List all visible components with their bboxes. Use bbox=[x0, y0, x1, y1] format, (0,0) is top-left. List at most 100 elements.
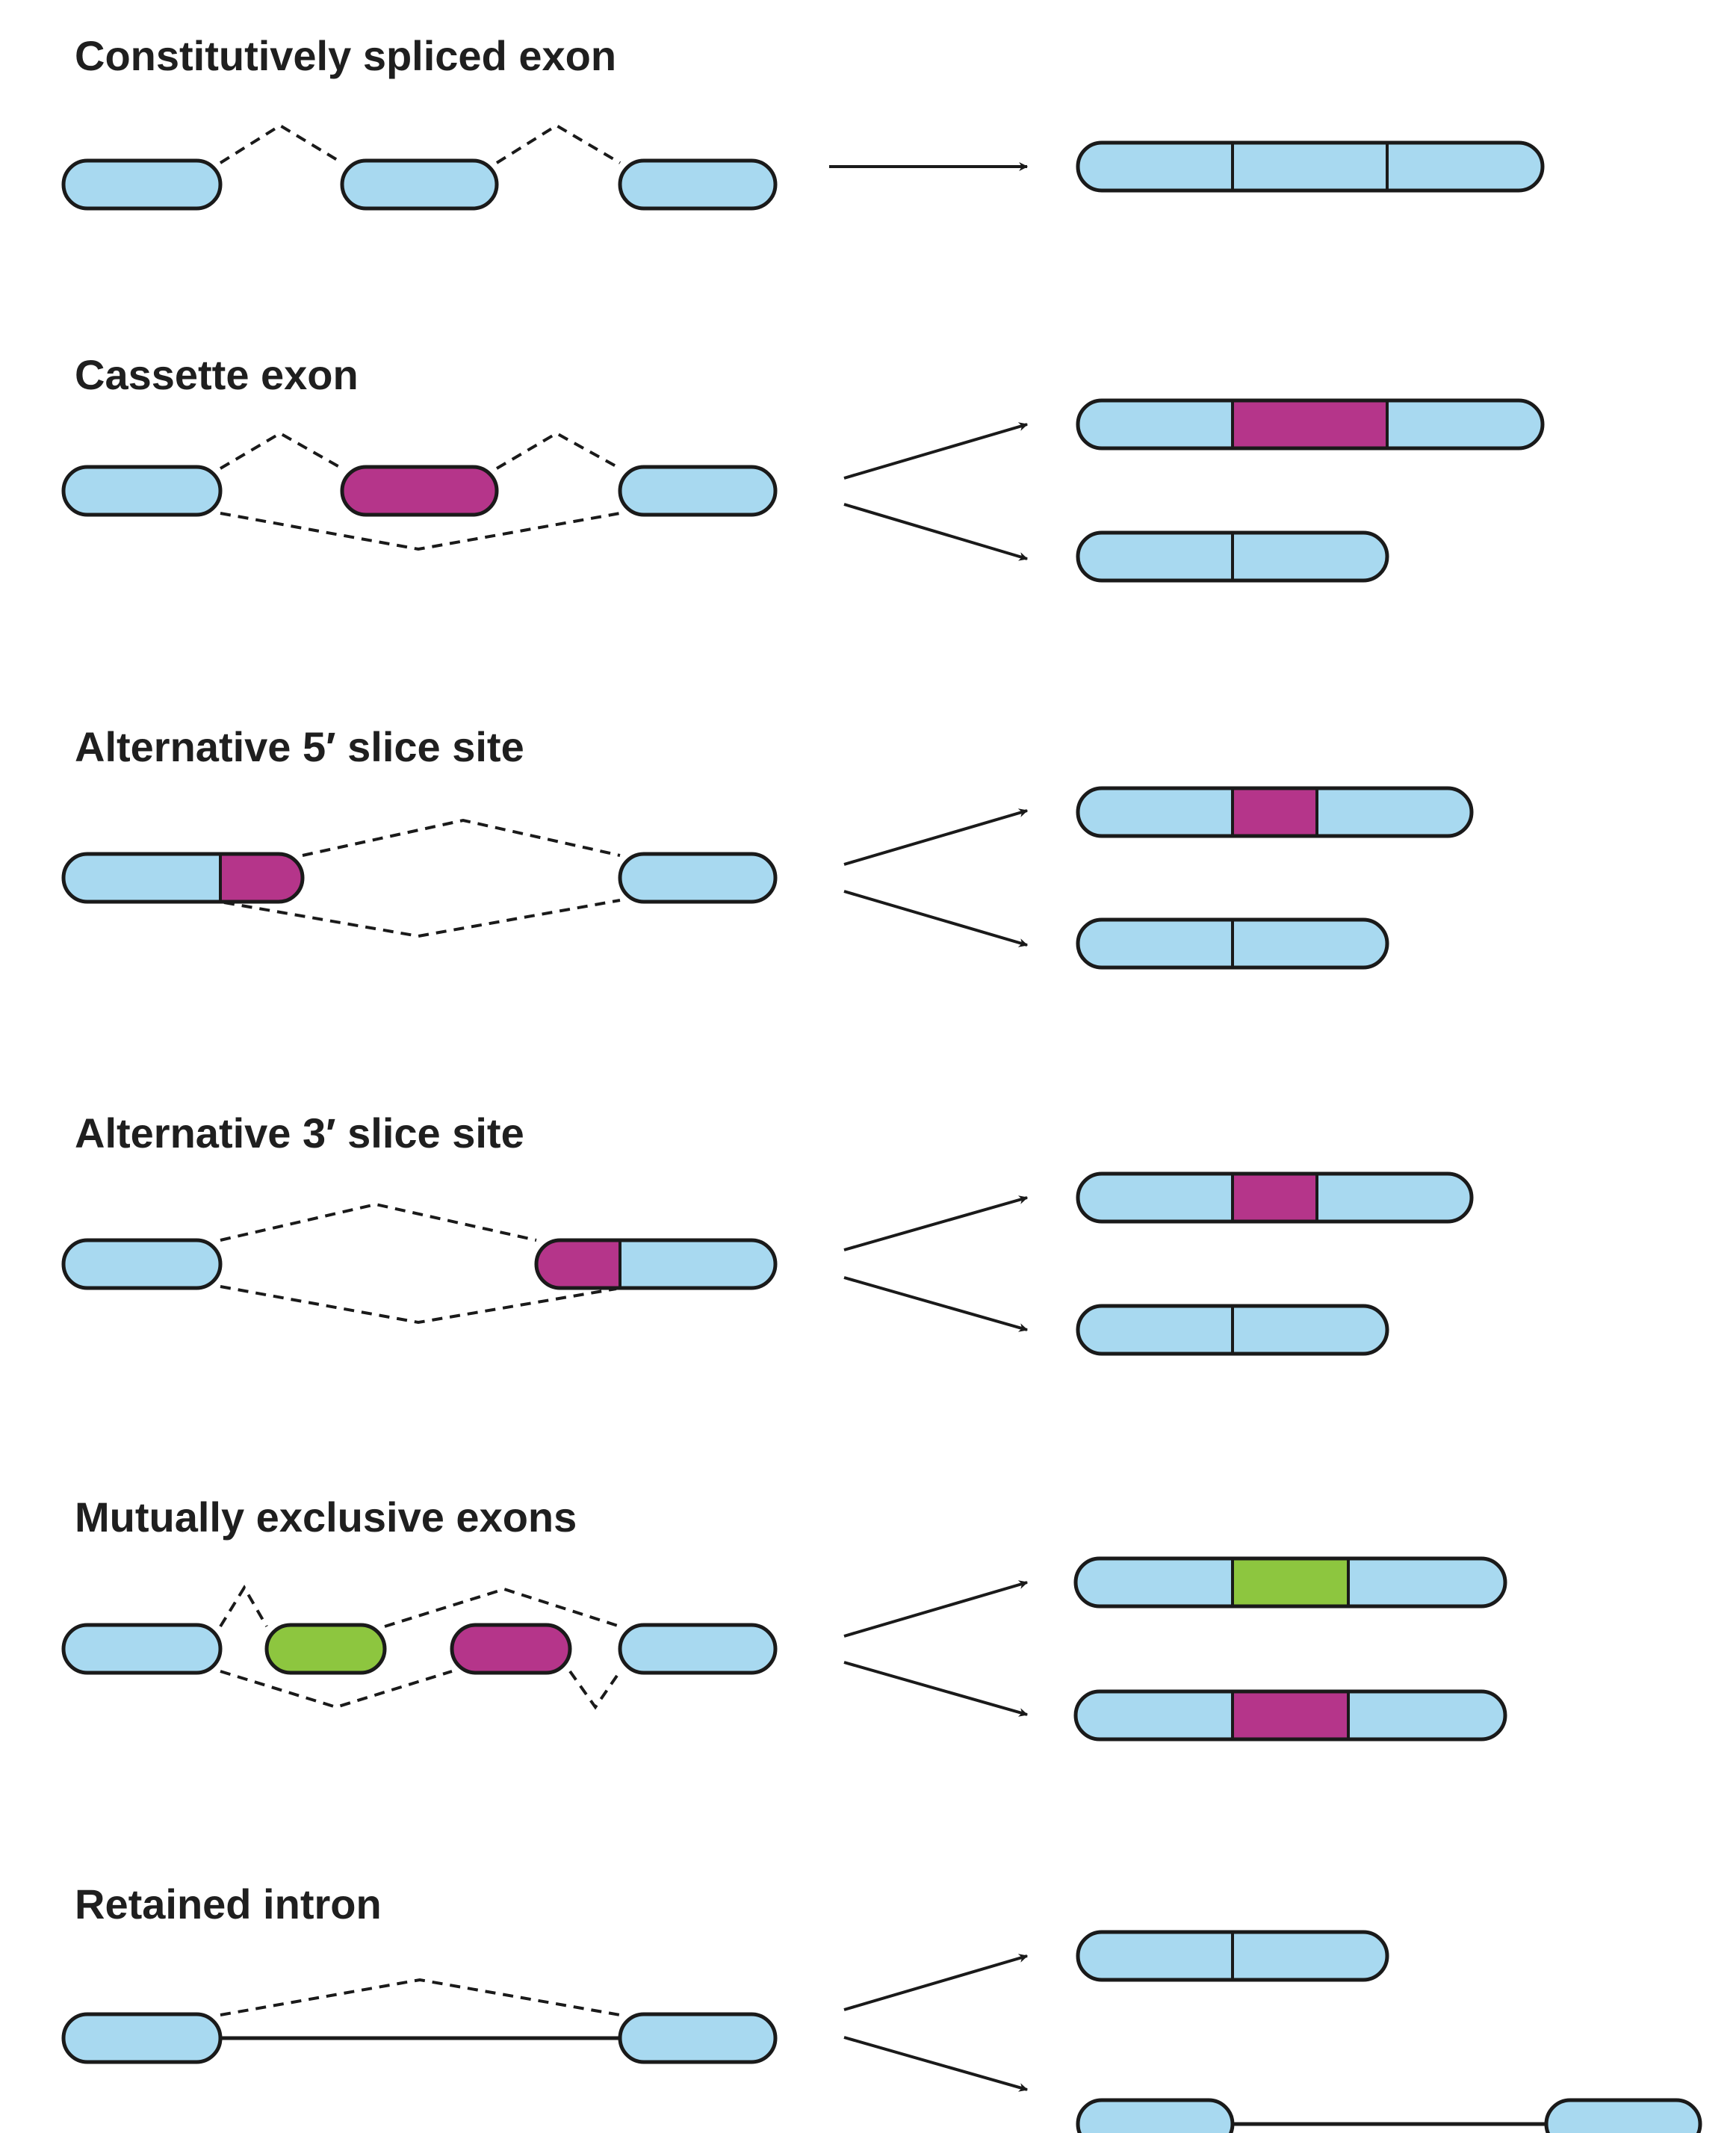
p3-exon-1 bbox=[61, 852, 305, 904]
p2-exon-3 bbox=[618, 465, 778, 517]
p5-product-2 bbox=[1073, 1689, 1507, 1742]
p3-exon-2 bbox=[618, 852, 778, 904]
p3-exon-1-segment-1 bbox=[220, 854, 303, 902]
p5-splice-top-2 bbox=[384, 1587, 621, 1628]
p3-product-2-segment-0 bbox=[1078, 920, 1233, 968]
p4-exon-2-segment-1 bbox=[620, 1240, 775, 1288]
p6-arrow-2 bbox=[843, 2036, 1029, 2092]
p3-product-1-segment-0 bbox=[1078, 788, 1233, 836]
p2-product-1-segment-2 bbox=[1387, 400, 1543, 448]
p1-product bbox=[1076, 140, 1545, 193]
panel-title-alt5: Alternative 5′ slice site bbox=[75, 723, 524, 770]
p1-splice-1 bbox=[219, 123, 344, 164]
p4-splice-long bbox=[220, 1202, 537, 1242]
p2-exon-alt-segment-0 bbox=[342, 467, 497, 515]
p2-product-1-segment-1 bbox=[1233, 400, 1387, 448]
p2-exon-1-segment-0 bbox=[63, 467, 220, 515]
p6-product-1-segment-0 bbox=[1078, 1932, 1233, 1980]
p6-product-1 bbox=[1076, 1930, 1389, 1982]
p1-splice-2 bbox=[495, 123, 621, 164]
p3-splice-short bbox=[223, 899, 621, 938]
p5-exon-4 bbox=[618, 1623, 778, 1675]
p6-product-2-exon-2-segment-0 bbox=[1546, 2100, 1700, 2133]
p1-exon-3-segment-0 bbox=[620, 161, 775, 208]
p5-product-1-segment-1 bbox=[1233, 1558, 1348, 1606]
p5-arrow-1 bbox=[843, 1580, 1029, 1638]
p5-exon-4-segment-0 bbox=[620, 1625, 775, 1673]
p2-arrow-2 bbox=[843, 503, 1029, 561]
p3-splice-long bbox=[302, 818, 621, 857]
p5-exon-green bbox=[264, 1623, 387, 1675]
p6-exon-1-segment-0 bbox=[63, 2014, 220, 2062]
p4-product-1-segment-1 bbox=[1233, 1174, 1317, 1222]
p6-product-2-exon-2 bbox=[1544, 2098, 1702, 2133]
p6-product-2-exon-1-segment-0 bbox=[1078, 2100, 1233, 2133]
p4-arrow-2 bbox=[843, 1276, 1029, 1332]
splice-lines bbox=[219, 123, 1546, 2126]
p2-splice-inclusion-2 bbox=[495, 431, 621, 470]
p2-arrow-1 bbox=[843, 422, 1029, 480]
p5-product-1-segment-0 bbox=[1076, 1558, 1233, 1606]
p5-exon-1 bbox=[61, 1623, 223, 1675]
p6-exon-1 bbox=[61, 2012, 223, 2064]
p4-splice-short bbox=[220, 1285, 617, 1325]
p3-arrow-2 bbox=[843, 890, 1029, 947]
p2-splice-skip bbox=[220, 512, 621, 551]
p5-splice-bottom-1 bbox=[220, 1670, 453, 1709]
p5-splice-bottom-2 bbox=[568, 1670, 621, 1710]
p3-product-2 bbox=[1076, 917, 1389, 970]
p4-product-1-segment-0 bbox=[1078, 1174, 1233, 1222]
p5-product-1 bbox=[1073, 1556, 1507, 1609]
p4-exon-2 bbox=[534, 1238, 778, 1290]
p5-product-2-segment-2 bbox=[1348, 1691, 1505, 1739]
p2-product-1 bbox=[1076, 398, 1545, 451]
p3-exon-2-segment-0 bbox=[620, 854, 775, 902]
p6-product-2-exon-1 bbox=[1076, 2098, 1235, 2133]
p5-exon-green-segment-0 bbox=[267, 1625, 385, 1673]
p2-exon-1 bbox=[61, 465, 223, 517]
p1-exon-2 bbox=[340, 158, 499, 211]
p2-product-2 bbox=[1076, 530, 1389, 583]
p2-exon-3-segment-0 bbox=[620, 467, 775, 515]
p6-exon-2-segment-0 bbox=[620, 2014, 775, 2062]
p4-product-1 bbox=[1076, 1171, 1474, 1224]
p5-exon-1-segment-0 bbox=[63, 1625, 220, 1673]
p1-product-segment-2 bbox=[1387, 143, 1543, 191]
p6-product-1-segment-1 bbox=[1233, 1932, 1387, 1980]
p4-product-2-segment-0 bbox=[1078, 1306, 1233, 1354]
p4-exon-2-segment-0 bbox=[536, 1240, 620, 1288]
p5-arrow-2 bbox=[843, 1661, 1029, 1717]
panel-title-mutex: Mutually exclusive exons bbox=[75, 1493, 577, 1541]
p2-splice-inclusion-1 bbox=[219, 431, 343, 470]
exon-shapes bbox=[61, 140, 1702, 2133]
p2-product-1-segment-0 bbox=[1078, 400, 1233, 448]
p3-exon-1-segment-0 bbox=[63, 854, 220, 902]
p1-exon-1 bbox=[61, 158, 223, 211]
p1-exon-2-segment-0 bbox=[342, 161, 497, 208]
p5-exon-magenta-segment-0 bbox=[452, 1625, 570, 1673]
panel-title-constitutive: Constitutively spliced exon bbox=[75, 32, 617, 79]
p3-product-1-segment-2 bbox=[1317, 788, 1472, 836]
p5-product-2-segment-0 bbox=[1076, 1691, 1233, 1739]
p4-product-2 bbox=[1076, 1304, 1389, 1356]
p5-exon-magenta bbox=[450, 1623, 572, 1675]
p1-exon-1-segment-0 bbox=[63, 161, 220, 208]
p3-product-1-segment-1 bbox=[1233, 788, 1317, 836]
p6-exon-2 bbox=[618, 2012, 778, 2064]
p4-product-2-segment-1 bbox=[1233, 1306, 1387, 1354]
p4-exon-1-segment-0 bbox=[63, 1240, 220, 1288]
p2-product-2-segment-1 bbox=[1233, 533, 1387, 581]
p2-product-2-segment-0 bbox=[1078, 533, 1233, 581]
p5-product-2-segment-1 bbox=[1233, 1691, 1348, 1739]
p3-arrow-1 bbox=[843, 808, 1029, 866]
p5-product-1-segment-2 bbox=[1348, 1558, 1505, 1606]
p4-arrow-1 bbox=[843, 1195, 1029, 1251]
panel-title-cassette: Cassette exon bbox=[75, 351, 359, 398]
panel-title-alt3: Alternative 3′ slice site bbox=[75, 1109, 524, 1157]
p2-exon-alt bbox=[340, 465, 499, 517]
p1-product-segment-1 bbox=[1233, 143, 1387, 191]
p4-exon-1 bbox=[61, 1238, 223, 1290]
arrows bbox=[829, 162, 1029, 2092]
p3-product-2-segment-1 bbox=[1233, 920, 1387, 968]
